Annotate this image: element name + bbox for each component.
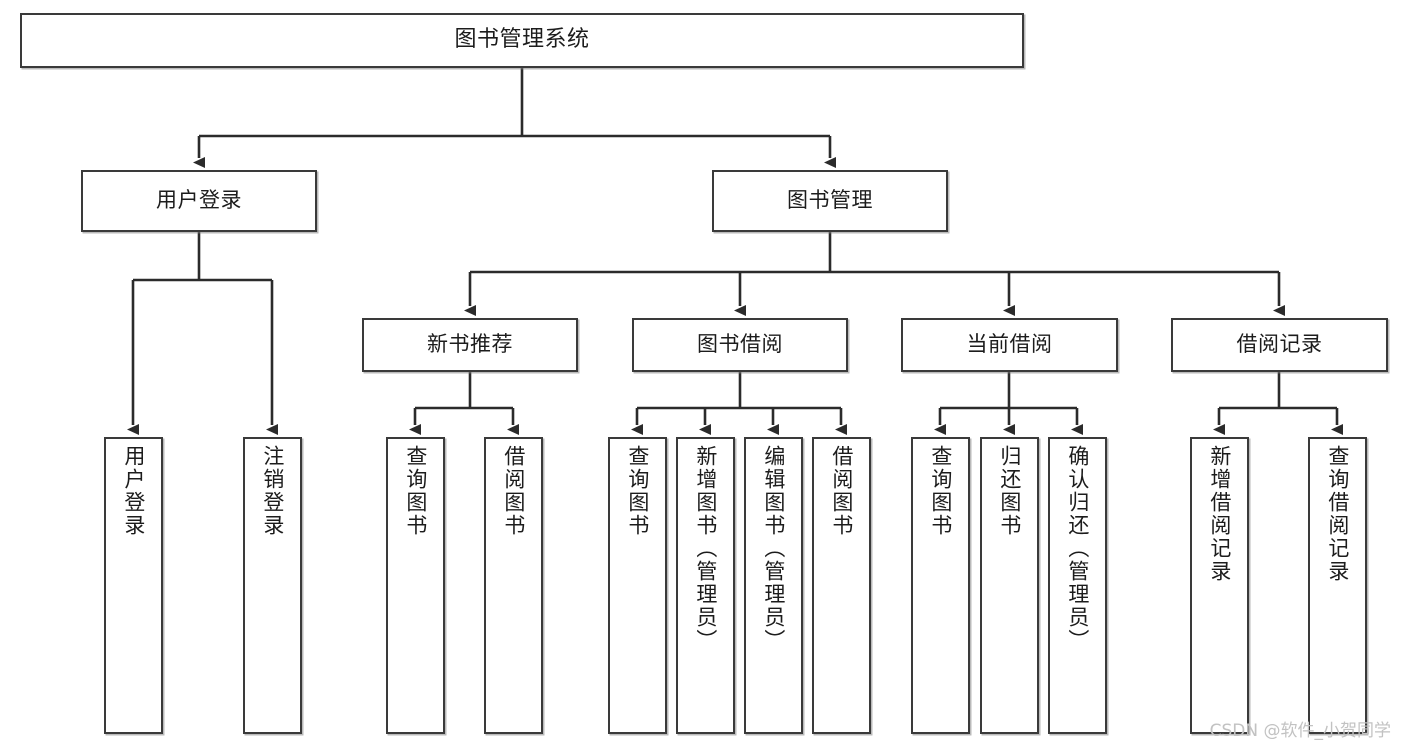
node-leaf-record-add[interactable]: 新增借阅记录 [1190,437,1249,734]
node-user-login-label: 用户登录 [156,188,242,213]
node-leaf-borrow-add-book-label: 新增图书（管理员） [693,445,718,652]
node-leaf-record-query[interactable]: 查询借阅记录 [1308,437,1367,734]
node-current-borrow[interactable]: 当前借阅 [901,318,1118,372]
node-current-borrow-label: 当前借阅 [966,332,1053,357]
node-leaf-user-login[interactable]: 用户登录 [104,437,163,734]
node-leaf-user-logout-label: 注销登录 [260,445,285,537]
node-leaf-borrow-edit-book[interactable]: 编辑图书（管理员） [744,437,803,734]
node-root-label: 图书管理系统 [454,27,590,53]
node-leaf-rec-query-book[interactable]: 查询图书 [386,437,445,734]
node-leaf-borrow-lend-book[interactable]: 借阅图书 [812,437,871,734]
node-book-borrow[interactable]: 图书借阅 [632,318,848,372]
node-borrow-record[interactable]: 借阅记录 [1171,318,1388,372]
node-leaf-user-login-label: 用户登录 [121,445,146,537]
node-book-borrow-label: 图书借阅 [697,332,783,357]
node-leaf-borrow-query-book-label: 查询图书 [625,445,650,537]
node-leaf-borrow-add-book[interactable]: 新增图书（管理员） [676,437,735,734]
node-leaf-current-query-book-label: 查询图书 [928,445,953,537]
node-leaf-rec-query-book-label: 查询图书 [403,445,428,537]
node-leaf-borrow-edit-book-label: 编辑图书（管理员） [761,445,786,652]
node-borrow-record-label: 借阅记录 [1236,332,1323,357]
node-new-book-rec[interactable]: 新书推荐 [362,318,578,372]
node-leaf-borrow-query-book[interactable]: 查询图书 [608,437,667,734]
node-leaf-current-return-book-label: 归还图书 [997,445,1022,537]
node-leaf-current-query-book[interactable]: 查询图书 [911,437,970,734]
node-leaf-current-confirm-return-label: 确认归还（管理员） [1065,445,1090,652]
node-leaf-borrow-lend-book-label: 借阅图书 [829,445,854,537]
watermark: CSDN @软件_小贺同学 [1209,721,1391,741]
node-new-book-rec-label: 新书推荐 [427,332,513,357]
node-leaf-record-query-label: 查询借阅记录 [1325,445,1350,583]
node-book-manage-label: 图书管理 [787,188,873,213]
node-leaf-rec-borrow-book-label: 借阅图书 [501,445,526,537]
node-user-login[interactable]: 用户登录 [81,170,317,232]
node-leaf-rec-borrow-book[interactable]: 借阅图书 [484,437,543,734]
node-leaf-record-add-label: 新增借阅记录 [1207,445,1232,583]
node-leaf-current-return-book[interactable]: 归还图书 [980,437,1039,734]
node-root[interactable]: 图书管理系统 [20,13,1024,68]
node-leaf-user-logout[interactable]: 注销登录 [243,437,302,734]
node-book-manage[interactable]: 图书管理 [712,170,948,232]
node-leaf-current-confirm-return[interactable]: 确认归还（管理员） [1048,437,1107,734]
